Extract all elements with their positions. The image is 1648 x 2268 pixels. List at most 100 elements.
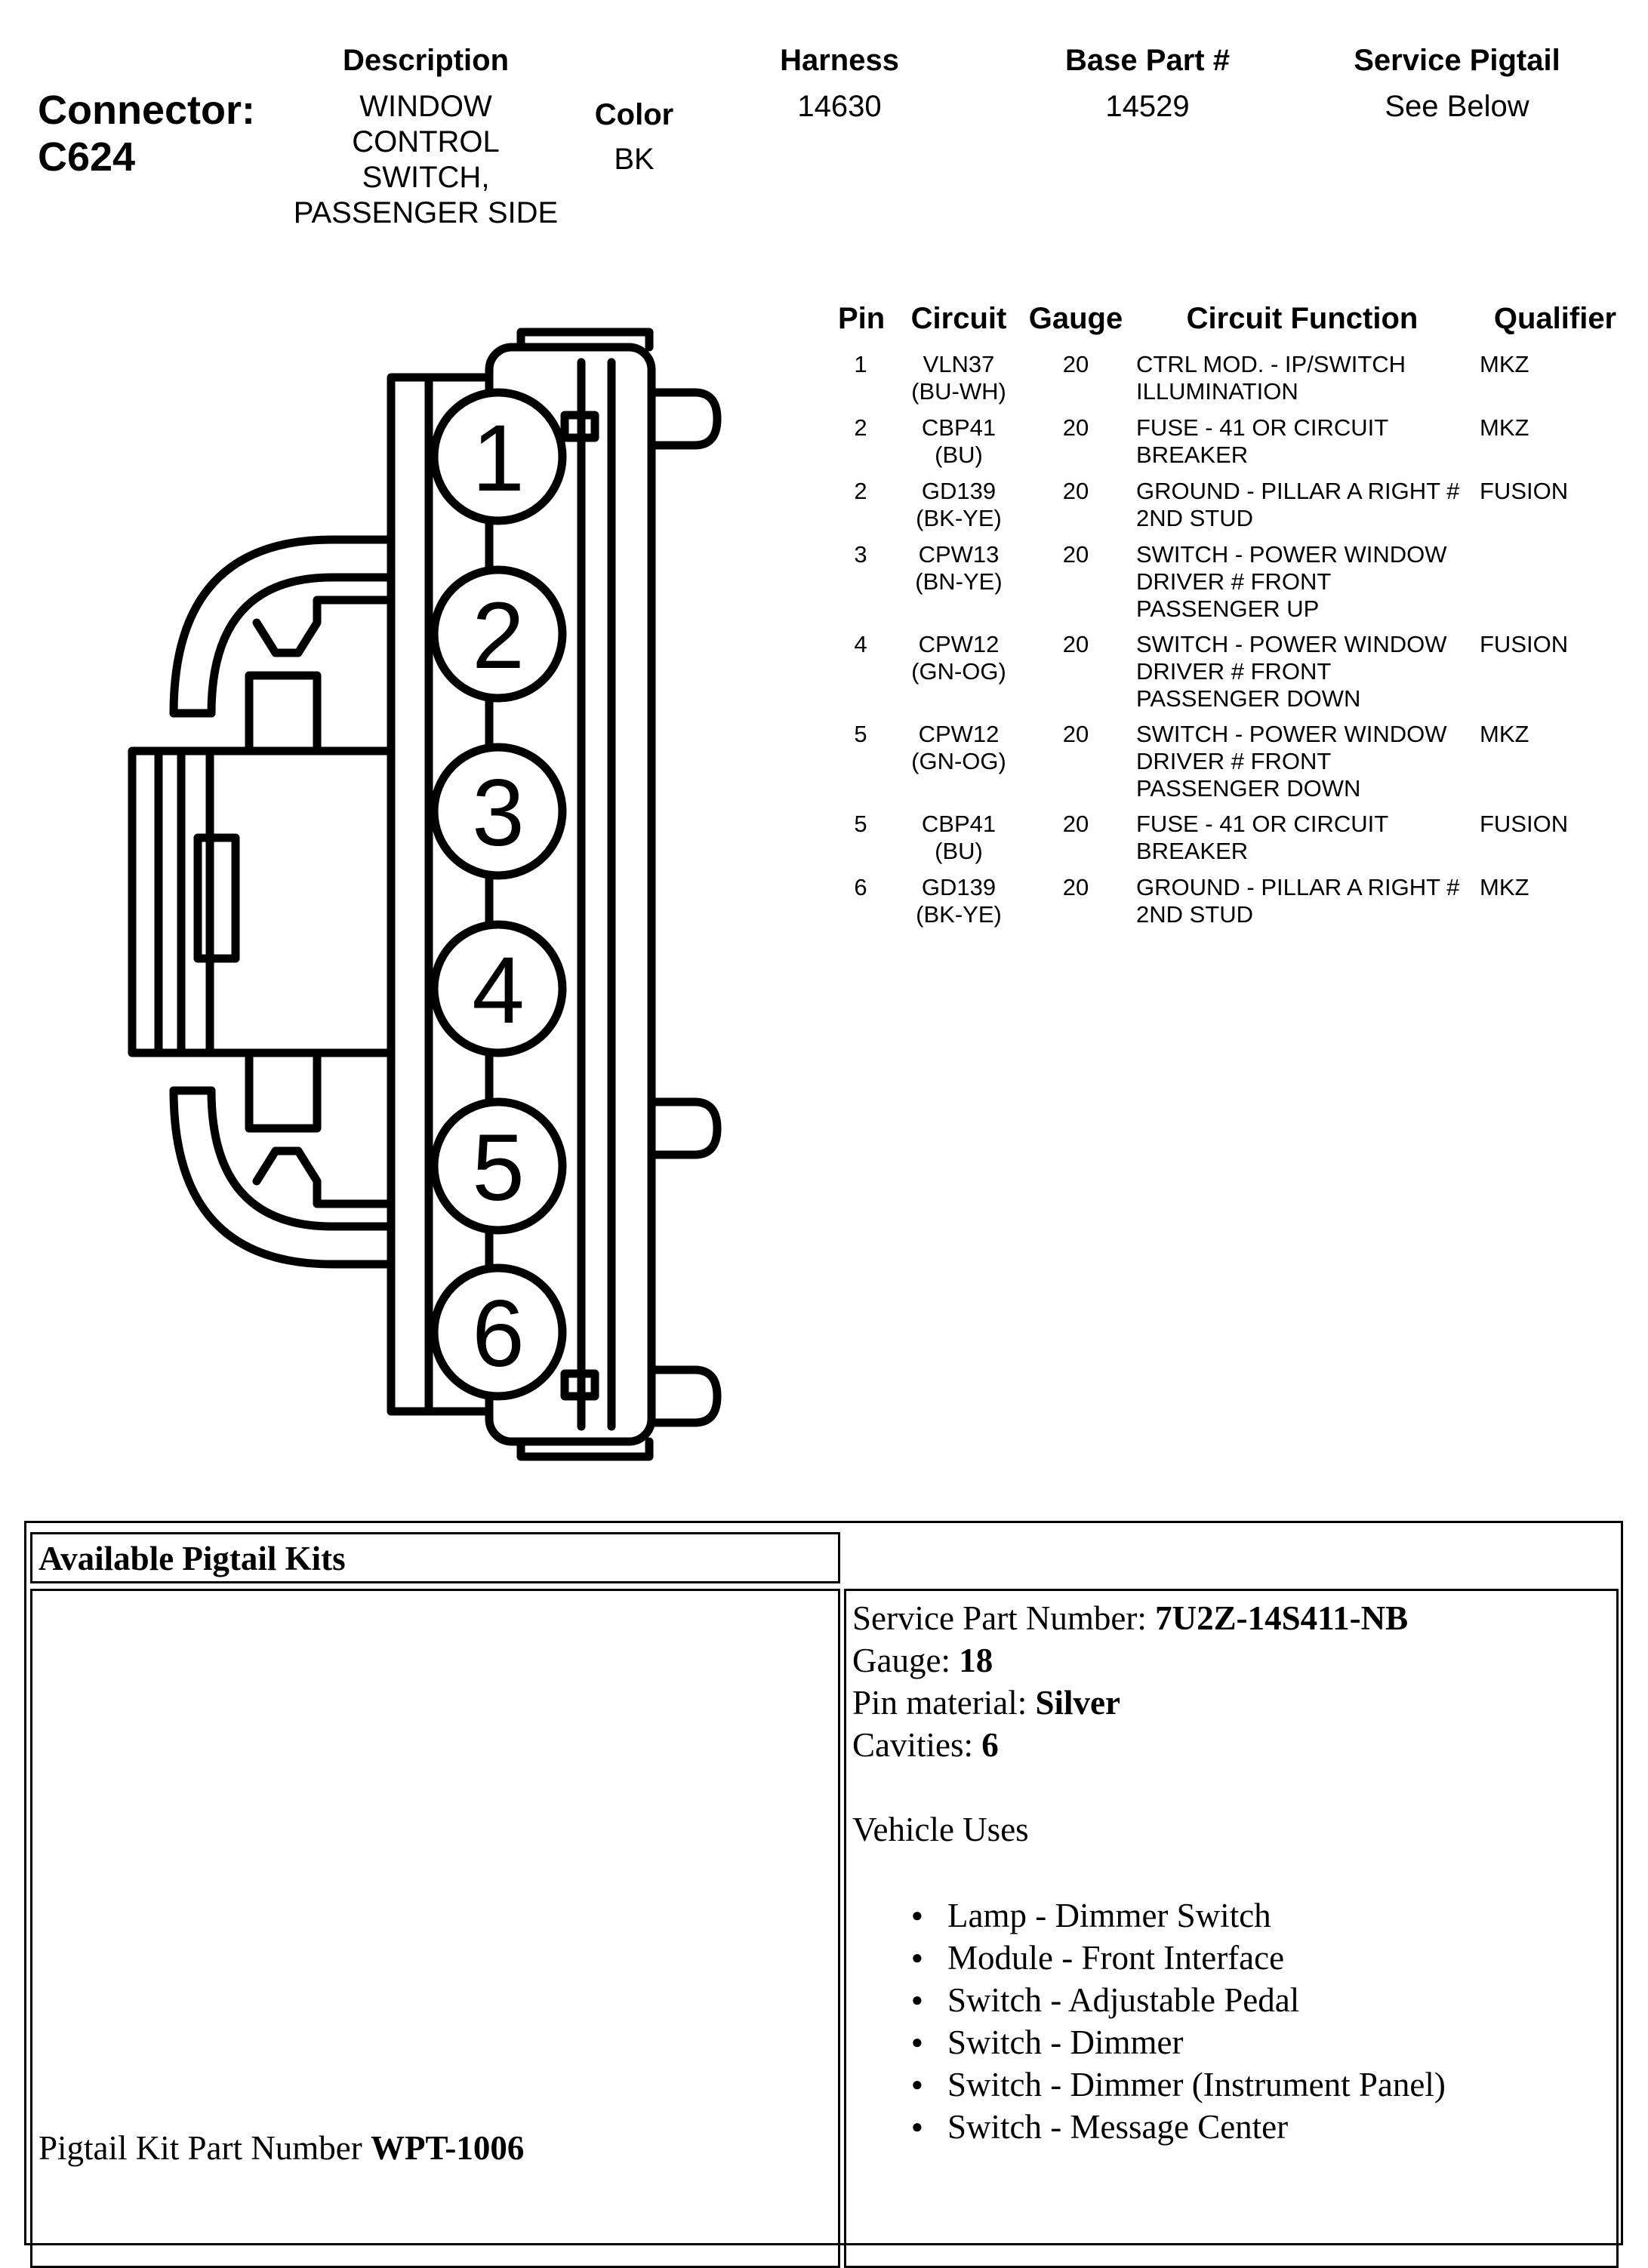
function-line: DRIVER # FRONT — [1136, 658, 1332, 685]
pin-cell: 1 — [854, 351, 867, 377]
gauge-cell: 20 — [1062, 478, 1089, 504]
gauge-cell: 20 — [1062, 874, 1089, 900]
function-line: FUSE - 41 OR CIRCUIT — [1136, 811, 1389, 837]
key-top — [560, 411, 599, 442]
connector-diagram: 1 2 3 4 5 6 — [128, 328, 722, 1461]
pigtail-details-cell: Service Part Number: 7U2Z-14S411-NB Gaug… — [844, 1589, 1619, 2268]
function-line: BREAKER — [1136, 838, 1249, 864]
circuit-color: (BU-WH) — [911, 378, 1006, 405]
qualifier-cell: MKZ — [1480, 414, 1529, 441]
circuit-cell: CBP41(BU) — [891, 811, 1027, 865]
pin-material-label: Pin material: — [852, 1684, 1036, 1722]
gauge-cell: 20 — [1062, 351, 1089, 377]
function-line: 2ND STUD — [1136, 505, 1254, 531]
pin-cavity-2 — [430, 565, 567, 703]
circuit-color: (GN-OG) — [911, 658, 1006, 685]
list-item: Switch - Adjustable Pedal — [852, 1979, 1446, 2021]
hook-arm-bottom-inner — [207, 1086, 396, 1231]
circuit-cell: GD139(BK-YE) — [891, 874, 1027, 928]
qualifier-cell: FUSION — [1480, 478, 1569, 504]
housing-inner-rail — [424, 373, 494, 1416]
kit-number-value: WPT-1006 — [370, 2129, 525, 2167]
lock-body — [128, 746, 396, 1057]
pin-cell: 6 — [854, 874, 867, 900]
qualifier-cell: FUSION — [1480, 811, 1569, 837]
circuit-color: (GN-OG) — [911, 748, 1006, 774]
circuit-color: (BN-YE) — [915, 568, 1003, 595]
function-cell: GROUND - PILLAR A RIGHT #2ND STUD — [1136, 478, 1468, 532]
gauge-line: Gauge: 18 — [852, 1639, 1446, 1682]
function-line: SWITCH - POWER WINDOW — [1136, 721, 1447, 747]
pin-cavity-3 — [430, 743, 567, 880]
function-line: SWITCH - POWER WINDOW — [1136, 541, 1447, 568]
description-line: CONTROL — [352, 125, 500, 158]
pin-cell: 4 — [854, 631, 867, 657]
color-value: BK — [614, 143, 655, 176]
function-line: FUSE - 41 OR CIRCUIT — [1136, 414, 1389, 441]
gauge-cell: 20 — [1062, 811, 1089, 837]
circuit-cell: CPW12(GN-OG) — [891, 721, 1027, 775]
circuit-cell: CPW12(GN-OG) — [891, 631, 1027, 685]
function-line: SWITCH - POWER WINDOW — [1136, 631, 1447, 657]
gauge-cell: 20 — [1062, 541, 1089, 568]
description-value: WINDOW CONTROL SWITCH, PASSENGER SIDE — [275, 89, 577, 231]
pin-number: 3 — [472, 761, 525, 866]
list-item: Switch - Dimmer — [852, 2021, 1446, 2063]
connector-label: Connector: — [38, 88, 255, 133]
bottom-cap — [516, 1437, 654, 1461]
hook-notch-bottom — [252, 1146, 396, 1208]
lock-tab-top — [245, 671, 322, 755]
qualifier-cell: MKZ — [1480, 874, 1529, 900]
pin-cell: 5 — [854, 811, 867, 837]
pigtail-title-spacer — [844, 1532, 1619, 1583]
pin-cell: 2 — [854, 414, 867, 441]
pigtail-kit-number: Pigtail Kit Part Number WPT-1006 — [39, 2128, 524, 2168]
list-item: Module - Front Interface — [852, 1937, 1446, 1979]
circuit-cell: GD139(BK-YE) — [891, 478, 1027, 532]
list-item: Lamp - Dimmer Switch — [852, 1894, 1446, 1937]
service-part-value: 7U2Z-14S411-NB — [1155, 1599, 1409, 1637]
circuit-id: GD139 — [921, 478, 997, 504]
description-line: SWITCH, — [362, 161, 490, 194]
service-part-label: Service Part Number: — [852, 1599, 1156, 1637]
pin-number: 6 — [472, 1282, 525, 1386]
pigtail-kit-cell: Pigtail Kit Part Number WPT-1006 — [30, 1589, 840, 2268]
pigtail-section-title: Available Pigtail Kits — [30, 1532, 840, 1583]
circuit-id: CPW13 — [918, 541, 1000, 568]
circuit-cell: CPW13(BN-YE) — [891, 541, 1027, 595]
harness-header: Harness — [780, 44, 899, 77]
hook-arm-top — [169, 535, 396, 718]
circuit-color: (BK-YE) — [916, 901, 1002, 928]
pin-cell: 3 — [854, 541, 867, 568]
col-pin: Pin — [838, 302, 886, 335]
circuit-id: CPW12 — [918, 721, 1000, 747]
circuit-color: (BK-YE) — [916, 505, 1002, 531]
key-bottom — [560, 1369, 599, 1401]
pin-cavity-6 — [430, 1263, 567, 1401]
col-circuit: Circuit — [910, 302, 1007, 335]
pin-material-line: Pin material: Silver — [852, 1682, 1446, 1724]
col-qualifier: Qualifier — [1493, 302, 1617, 335]
cavities-value: 6 — [981, 1726, 999, 1764]
vehicle-uses-list: Lamp - Dimmer Switch Module - Front Inte… — [852, 1894, 1446, 2148]
function-line: BREAKER — [1136, 442, 1249, 468]
gauge-cell: 20 — [1062, 414, 1089, 441]
pin-cavity-5 — [430, 1097, 567, 1235]
hook-arm-top-inner — [207, 573, 396, 718]
lock-tab-bottom — [245, 1048, 322, 1133]
base-part-value: 14529 — [1105, 90, 1190, 123]
circuit-id: VLN37 — [923, 351, 995, 377]
description-line: WINDOW — [359, 90, 492, 123]
service-pigtail-value: See Below — [1385, 90, 1529, 123]
housing-left-rail — [387, 373, 433, 1416]
color-header: Color — [594, 98, 674, 131]
circuit-id: CBP41 — [921, 811, 997, 837]
description-header: Description — [342, 44, 510, 77]
pigtail-details: Service Part Number: 7U2Z-14S411-NB Gaug… — [852, 1597, 1446, 2148]
circuit-id: CBP41 — [921, 414, 997, 441]
